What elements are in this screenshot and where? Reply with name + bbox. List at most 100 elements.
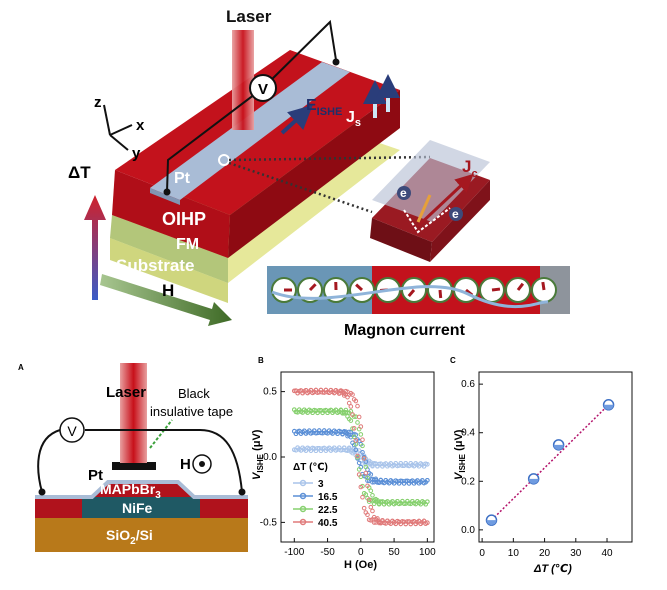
panel-b-legend-marker (299, 518, 307, 526)
jc-arrow (416, 173, 474, 228)
tape-label-2: insulative tape (150, 404, 233, 419)
panel-b-point (356, 472, 362, 477)
zoom-line-top (228, 155, 431, 162)
sio2-layer (35, 518, 248, 552)
panel-b-point (425, 462, 430, 467)
zoom-line-bottom (228, 161, 373, 214)
panel-c-ytick-label: 0.0 (461, 525, 475, 536)
magnon-current-label: Magnon current (344, 322, 466, 339)
panel-b-ylabel: VISHE (μV) (251, 429, 265, 480)
panel-b-point (360, 494, 365, 500)
delta-t-label: ΔT (68, 163, 91, 182)
substrate-front (110, 238, 228, 303)
panel-b-point (363, 464, 369, 470)
pt-film (35, 480, 248, 499)
panel-c-fit-line (490, 404, 610, 521)
voltmeter-icon-a (59, 417, 85, 443)
magnon-spin-arrow (438, 289, 443, 299)
panel-b-xtick-label: 100 (419, 547, 436, 558)
magnon-spin-arrow (355, 283, 364, 292)
substrate-label: Substrate (116, 256, 194, 275)
mapbbr-label: MAPbBr3 (100, 481, 161, 501)
magnon-spin-arrow (407, 289, 416, 298)
panel-b-point (363, 470, 369, 476)
laser-beam (232, 30, 254, 130)
panel-b-ytick-label: 0.0 (263, 452, 277, 463)
panel-c-xtick-label: 0 (479, 548, 485, 559)
panel-b-legend: ΔT (℃)316.522.540.5 (293, 462, 338, 529)
panel-c-letter: C (450, 356, 456, 365)
panel-b-point (350, 426, 355, 431)
panel-c-point-fill (553, 444, 564, 450)
panel-b-point (403, 478, 409, 484)
panel-b-ytick-label: -0.5 (260, 517, 278, 528)
panel-b-point (368, 488, 374, 494)
panel-b-point (401, 501, 407, 506)
panel-b-point (370, 508, 375, 514)
panel-b-point (400, 463, 405, 468)
panel-b-point (425, 478, 430, 483)
panel-b-point (363, 492, 369, 497)
panel-b-point (350, 392, 355, 397)
panel-b-point (315, 446, 320, 451)
panel-b-point (371, 520, 377, 525)
panel-b-point (320, 390, 325, 395)
tape-pointer (149, 419, 173, 449)
panel-c-ytick-label: 0.2 (461, 476, 475, 487)
field-dot-icon (199, 461, 205, 467)
panel-b-legend-marker (299, 479, 307, 487)
panel-b-point (376, 520, 382, 526)
panel-b-point (351, 434, 357, 440)
panel-b-point (425, 499, 430, 504)
panel-c-series (485, 399, 615, 526)
panel-b-xtick-label: 50 (389, 547, 401, 558)
panel-a-letter: A (18, 363, 24, 372)
panel-c-point-fill (486, 520, 497, 526)
panel-b-point (358, 424, 364, 429)
nife-label: NiFe (122, 500, 153, 516)
top-schematic: Laser V z x y ΔT H Pt OIHP FM Substrate … (68, 7, 570, 339)
wire-a (37, 429, 243, 493)
panel-a: A Laser Black insulative tape V Pt H MAP… (18, 363, 248, 552)
panel-b-point (351, 426, 357, 431)
panel-b-point (353, 447, 359, 453)
panel-b-legend-label: 40.5 (318, 518, 338, 529)
panel-c-xtick-label: 20 (539, 548, 551, 559)
panel-b-point (358, 484, 364, 490)
panel-b-point (366, 497, 372, 503)
panel-b-point (356, 414, 362, 420)
magnon-strip (267, 266, 570, 314)
electron-label-1: e (400, 186, 407, 200)
panel-b-point (350, 412, 355, 417)
laser-beam-a (120, 363, 147, 463)
panel-b-legend-label: 16.5 (318, 492, 338, 503)
oihp-label: OIHP (162, 209, 206, 229)
contact-a-right (238, 488, 246, 496)
panel-b-point (358, 432, 364, 437)
zoom-inset (370, 140, 490, 262)
panel-c-ylabel: VISHE (μV) (453, 429, 467, 480)
panel-b-legend-marker (299, 505, 307, 513)
oihp-front (112, 170, 230, 258)
panel-b-point (361, 505, 367, 511)
field-label-a: H (180, 456, 191, 473)
panel-b-point (368, 504, 374, 510)
panel-b-point (355, 453, 360, 459)
voltmeter-icon (249, 74, 277, 102)
panel-b-point (370, 479, 375, 485)
magnon-spin-arrow (308, 283, 317, 292)
panel-c-point-fill (603, 404, 614, 410)
contact-a-left (38, 488, 46, 496)
panel-b-point (371, 461, 377, 467)
pt-strip-side (150, 188, 180, 205)
panel-b-point (405, 519, 410, 524)
contact-right (332, 58, 340, 66)
panel-b-xtick-label: -50 (320, 547, 335, 558)
e-ishe-arrow (280, 104, 313, 135)
h-field-label: H (162, 281, 174, 300)
panel-b-legend-label: 22.5 (318, 505, 338, 516)
panel-b-ytick-label: 0.5 (263, 387, 277, 398)
